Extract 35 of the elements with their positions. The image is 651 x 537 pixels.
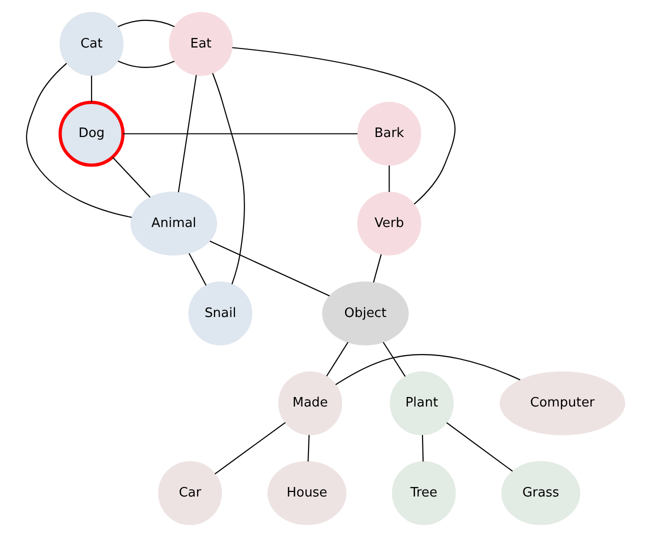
node-circle: Eat <box>168 12 233 76</box>
node-circle: Dog <box>58 100 125 167</box>
node-circle: Plant <box>390 371 454 436</box>
connector <box>178 75 197 192</box>
connector <box>373 254 382 283</box>
node-circle: Cat <box>60 12 124 76</box>
connector <box>188 253 207 286</box>
node-circle: Verb <box>357 192 422 256</box>
node-ellipse: Grass <box>501 461 580 526</box>
connector <box>335 354 520 386</box>
connector <box>422 435 424 462</box>
connector <box>26 62 132 218</box>
node-ellipse: Object <box>322 281 409 346</box>
connector <box>112 157 150 198</box>
node-circle: Made <box>278 371 342 436</box>
node-ellipse: Computer <box>500 371 626 436</box>
node-circle: Tree <box>392 461 456 526</box>
connector <box>91 76 92 102</box>
node-ellipse: House <box>267 461 346 526</box>
connector <box>232 47 456 205</box>
connector <box>212 73 245 284</box>
connector <box>388 165 390 192</box>
connector <box>446 422 513 472</box>
connector <box>118 20 175 28</box>
connector <box>382 342 406 377</box>
connector <box>214 422 286 474</box>
node-circle: Bark <box>357 102 422 166</box>
connector <box>326 342 348 376</box>
connector <box>308 435 310 462</box>
connector <box>118 60 175 68</box>
node-circle: Snail <box>188 281 252 346</box>
node-ellipse: Animal <box>130 192 218 256</box>
connector <box>122 133 358 134</box>
node-circle: Car <box>158 461 222 526</box>
connector <box>210 240 330 296</box>
